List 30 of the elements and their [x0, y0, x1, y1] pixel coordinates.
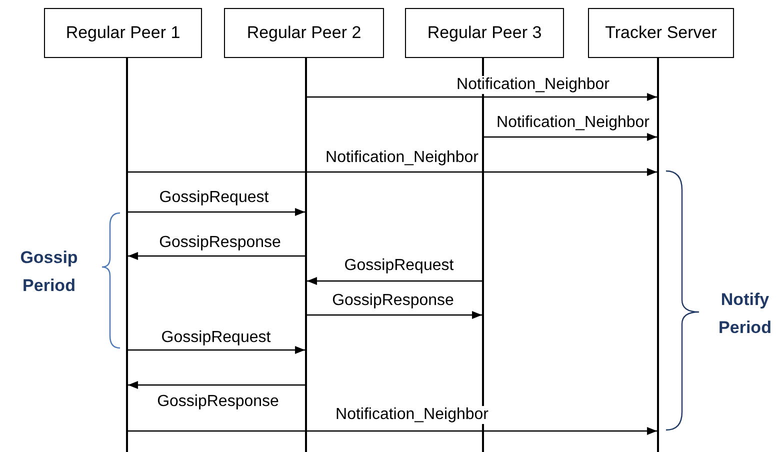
message-label: Notification_Neighbor	[324, 149, 480, 167]
message-arrow	[128, 346, 305, 354]
lifeline	[126, 58, 128, 452]
participant-box: Regular Peer 2	[224, 8, 384, 58]
message-label: GossipRequest	[158, 189, 270, 207]
lifeline	[657, 58, 659, 452]
lifeline	[305, 58, 307, 452]
message-label: GossipRequest	[343, 257, 455, 275]
message-arrow	[307, 93, 657, 101]
message-label: GossipResponse	[156, 393, 280, 411]
message-label: GossipResponse	[158, 234, 282, 252]
lifeline	[482, 58, 484, 452]
message-arrow	[128, 168, 657, 176]
participant-box: Regular Peer 1	[44, 8, 202, 58]
message-label: Notification_Neighbor	[334, 406, 490, 424]
message-label: Notification_Neighbor	[456, 76, 610, 94]
message-arrow	[307, 277, 482, 285]
message-label: GossipResponse	[331, 292, 455, 310]
message-arrow	[484, 133, 657, 141]
message-arrow	[128, 252, 305, 260]
message-arrow	[128, 208, 305, 216]
participant-box: Tracker Server	[588, 8, 734, 58]
period-label: Gossip Period	[19, 247, 79, 297]
message-arrow	[128, 427, 657, 435]
period-label: Notify Period	[718, 289, 772, 339]
message-arrow	[128, 381, 305, 389]
participant-box: Regular Peer 3	[405, 8, 564, 58]
message-label: Notification_Neighbor	[496, 114, 650, 132]
message-arrow	[307, 311, 482, 319]
message-label: GossipRequest	[160, 329, 272, 347]
